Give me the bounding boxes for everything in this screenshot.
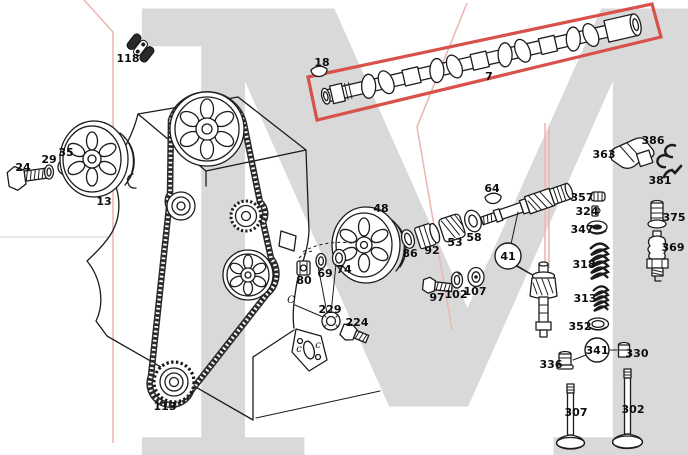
crankshaft-sprocket-113 bbox=[152, 360, 196, 404]
callout-41-leader-bottom bbox=[515, 264, 534, 276]
part-352-seat-drawing bbox=[586, 317, 610, 331]
part-label-18: 18 bbox=[314, 56, 329, 69]
callout-41[interactable]: 41 bbox=[494, 242, 522, 270]
part-375-valve-seal-drawing bbox=[647, 199, 667, 229]
part-102-lockwasher-drawing bbox=[450, 271, 464, 289]
part-label-80: 80 bbox=[296, 274, 312, 287]
part-label-307: 307 bbox=[565, 406, 588, 419]
part-69-lockwasher-drawing bbox=[315, 252, 327, 270]
callout-circles: 41 341 bbox=[494, 242, 610, 363]
part-64-key-drawing bbox=[484, 192, 502, 205]
mid-sprocket-drawing bbox=[222, 249, 274, 301]
part-324-retainer-drawing bbox=[591, 205, 601, 217]
part-label-64: 64 bbox=[484, 182, 500, 195]
part-label-352: 352 bbox=[569, 320, 592, 333]
part-347-seat-drawing bbox=[586, 220, 608, 235]
part-label-313: 313 bbox=[574, 292, 597, 305]
part-381-clip-drawing bbox=[662, 164, 683, 179]
part-86-ring-drawing bbox=[400, 229, 416, 249]
part-label-92: 92 bbox=[424, 244, 439, 257]
callout-label-341: 341 bbox=[586, 344, 609, 357]
annotation-c: c bbox=[296, 344, 302, 355]
annotation-c-leader bbox=[294, 304, 324, 318]
part-336-keeper-drawing bbox=[556, 350, 574, 370]
annotation-c: c bbox=[315, 340, 321, 351]
part-label-97: 97 bbox=[429, 291, 444, 304]
part-label-58: 58 bbox=[466, 231, 481, 244]
part-label-35: 35 bbox=[58, 146, 73, 159]
part-13-pulley-drawing bbox=[59, 120, 135, 198]
callout-341-leaders bbox=[572, 349, 618, 361]
annotation-C: C bbox=[287, 295, 295, 306]
camshaft-sprocket-drawing bbox=[169, 91, 245, 167]
highlight-box-part-7[interactable] bbox=[306, 2, 663, 122]
part-7-camshaft-drawing bbox=[320, 13, 642, 105]
part-label-229: 229 bbox=[319, 303, 342, 316]
part-118-chain-link-drawing bbox=[126, 33, 155, 63]
callout-label-41: 41 bbox=[500, 250, 515, 263]
part-label-386: 386 bbox=[642, 134, 665, 147]
part-label-357: 357 bbox=[571, 191, 594, 204]
part-302-valve-drawing bbox=[611, 368, 644, 450]
part-label-69: 69 bbox=[317, 267, 332, 280]
part-229-ring-drawing bbox=[321, 311, 341, 331]
part-label-302: 302 bbox=[622, 403, 645, 416]
part-label-86: 86 bbox=[402, 247, 418, 260]
part-label-118: 118 bbox=[117, 52, 140, 65]
part-label-330: 330 bbox=[626, 347, 649, 360]
part-224-bolt-drawing bbox=[339, 323, 370, 344]
part-307-valve-drawing bbox=[555, 383, 586, 450]
part-label-102: 102 bbox=[445, 288, 468, 301]
part-label-324: 324 bbox=[576, 205, 599, 218]
callout-341[interactable]: 341 bbox=[584, 337, 610, 363]
camshaft-highlight-group bbox=[306, 2, 663, 122]
drive-gear-drawing bbox=[229, 199, 263, 233]
part-label-24: 24 bbox=[15, 161, 31, 174]
part-label-48: 48 bbox=[373, 202, 388, 215]
part-92-bushing-drawing bbox=[414, 222, 441, 250]
part-label-53: 53 bbox=[447, 236, 462, 249]
part-318-spring-drawing bbox=[589, 242, 610, 281]
assembly-dashed-guides bbox=[298, 241, 353, 259]
part-label-113: 113 bbox=[154, 400, 177, 413]
callout-41-leader-top bbox=[510, 211, 519, 245]
part-label-347: 347 bbox=[571, 223, 594, 236]
part-74-ring-drawing bbox=[331, 248, 347, 268]
part-24-bolt-drawing bbox=[6, 165, 48, 191]
part-97-bolt-drawing bbox=[421, 276, 453, 294]
part-313-spring-drawing bbox=[592, 285, 610, 313]
part-label-363: 363 bbox=[593, 148, 616, 161]
part-357-cap-drawing bbox=[590, 191, 606, 202]
part-label-7: 7 bbox=[485, 70, 493, 83]
part-label-381: 381 bbox=[649, 174, 672, 187]
part-330-keeper-drawing bbox=[617, 341, 631, 358]
part-label-74: 74 bbox=[336, 263, 352, 276]
part-48-sprocket-drawing bbox=[331, 206, 407, 284]
part-label-29: 29 bbox=[41, 153, 56, 166]
part-label-13: 13 bbox=[96, 195, 111, 208]
part-53-gear-drawing bbox=[438, 213, 466, 243]
intermediate-shaft-41-drawing bbox=[480, 182, 574, 226]
part-label-224: 224 bbox=[346, 316, 369, 329]
distributor-drive-gear-drawing bbox=[515, 261, 558, 338]
assembly-leader-lines bbox=[317, 263, 337, 314]
breather-plate-drawing bbox=[291, 328, 328, 372]
part-369-spark-plug-drawing bbox=[646, 230, 669, 282]
callout-circle-41[interactable] bbox=[494, 242, 522, 270]
idler-bearing-drawing bbox=[166, 191, 196, 221]
callout-circle-341[interactable] bbox=[584, 337, 610, 363]
part-18-key-drawing bbox=[310, 65, 328, 78]
part-label-369: 369 bbox=[662, 241, 685, 254]
part-label-375: 375 bbox=[663, 211, 686, 224]
part-label-336: 336 bbox=[540, 358, 563, 371]
part-363-rocker-arm-drawing bbox=[609, 137, 655, 169]
part-29-lockwasher-drawing bbox=[43, 164, 55, 180]
part-107-washer-drawing bbox=[467, 266, 485, 288]
part-80-nut-drawing bbox=[296, 260, 311, 276]
part-label-318: 318 bbox=[573, 258, 596, 271]
annotations: Cc c bbox=[287, 295, 321, 355]
part-label-107: 107 bbox=[464, 285, 487, 298]
part-386-clips-drawing bbox=[656, 143, 677, 169]
